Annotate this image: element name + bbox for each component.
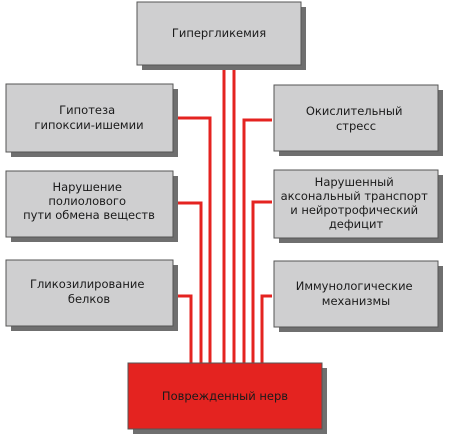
node-hypoxia-label: Гипотеза гипоксии-ишемии (34, 103, 143, 132)
connector-hypoxia-nerve (175, 116, 212, 365)
node-oxidative: Окислительный стресс (273, 84, 443, 156)
node-axonal-label: Нарушенный аксональный транспорт и нейро… (281, 175, 432, 231)
node-glycation-label: Гликозилирование белков (30, 277, 148, 306)
connector-axonal-nerve (251, 200, 272, 365)
node-immune-label: Иммунологические механизмы (296, 279, 417, 308)
node-axonal: Нарушенный аксональный транспорт и нейро… (273, 169, 443, 243)
node-damaged-nerve-label: Поврежденный нерв (162, 389, 288, 403)
node-polyol-label: Нарушение полиолового пути обмена вещест… (23, 180, 155, 222)
node-polyol: Нарушение полиолового пути обмена вещест… (5, 170, 178, 242)
connector-immune-nerve (260, 294, 272, 365)
node-glycation: Гликозилирование белков (5, 259, 178, 331)
connector-glycation-nerve (175, 294, 193, 365)
node-hyperglycemia-label: Гипергликемия (172, 26, 266, 40)
connector-oxidative-nerve (242, 118, 272, 365)
node-hypoxia: Гипотеза гипоксии-ишемии (5, 83, 178, 157)
node-damaged-nerve: Поврежденный нерв (127, 362, 327, 434)
connectors (175, 68, 272, 365)
node-immune: Иммунологические механизмы (273, 260, 443, 332)
node-hyperglycemia: Гипергликемия (136, 1, 306, 70)
node-oxidative-label: Окислительный стресс (306, 104, 406, 133)
connector-polyol-nerve (175, 201, 203, 365)
